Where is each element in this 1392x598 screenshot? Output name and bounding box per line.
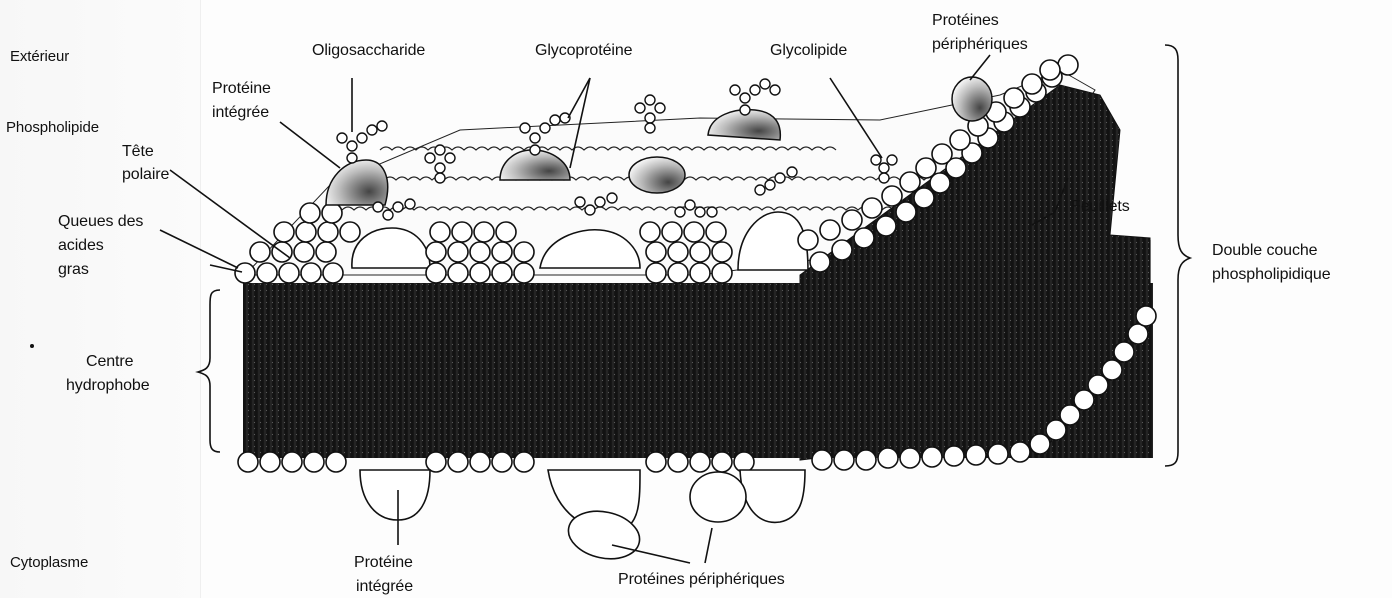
label-proteines-peri-top-1: Protéines (932, 10, 999, 31)
label-oligosaccharide: Oligosaccharide (312, 40, 425, 61)
label-queues-2: acides (58, 235, 104, 256)
label-proteine-integree-top-2: intégrée (212, 102, 269, 123)
label-glycoproteine: Glycoprotéine (535, 40, 632, 61)
peripheral-bottom-2 (690, 472, 746, 522)
hydrophobic-core (243, 283, 1153, 458)
right-hanging (740, 470, 805, 522)
label-phospholipide: Phospholipide (6, 117, 99, 138)
label-glycolipide: Glycolipide (770, 40, 847, 61)
label-exterieur: Extérieur (10, 46, 69, 67)
sugar-cluster-1 (337, 121, 387, 163)
label-feuillets: Feuillets (1071, 196, 1130, 217)
label-centre-2: hydrophobe (66, 375, 150, 396)
proteins-bottom (360, 470, 805, 565)
double-couche-brace (1165, 45, 1190, 466)
floating-protein (629, 157, 685, 193)
label-double-couche-2: phospholipidique (1212, 264, 1331, 285)
label-queues-1: Queues des (58, 211, 143, 232)
label-double-couche-1: Double couche (1212, 240, 1317, 261)
integral-bottom-left (360, 470, 430, 520)
peripheral-top-protein (952, 77, 992, 121)
stray-dot (30, 344, 34, 348)
protein-integree-top (326, 160, 388, 205)
label-proteine-integree-bottom-2: intégrée (356, 576, 413, 597)
label-proteine-integree-top-1: Protéine (212, 78, 271, 99)
label-proteines-peri-top-2: périphériques (932, 34, 1028, 55)
label-centre-1: Centre (86, 351, 133, 372)
label-proteine-integree-bottom-1: Protéine (354, 552, 413, 573)
label-tete-polaire-2: polaire (122, 164, 169, 185)
label-proteines-peri-bottom: Protéines périphériques (618, 569, 785, 590)
label-cytoplasme: Cytoplasme (10, 552, 88, 573)
hydrophobe-brace (198, 290, 220, 452)
label-tete-polaire-1: Tête (122, 141, 154, 162)
label-queues-3: gras (58, 259, 89, 280)
